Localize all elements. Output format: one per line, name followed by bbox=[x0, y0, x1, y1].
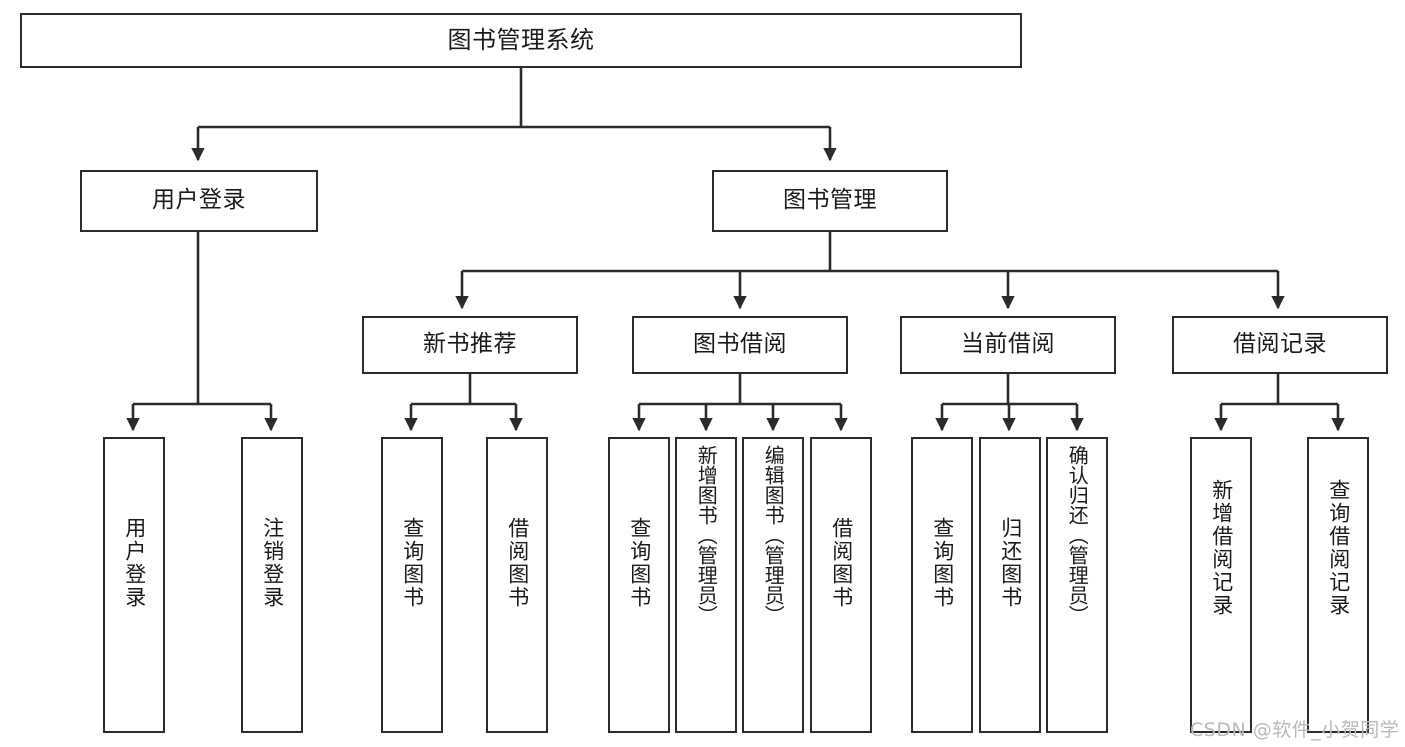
node-label: 查询图书 bbox=[627, 517, 652, 609]
node-label: 确认归还（管理员） bbox=[1065, 445, 1090, 625]
node-leaf-query-book-1[interactable]: 查询图书 bbox=[381, 437, 443, 733]
node-current-borrow[interactable]: 当前借阅 bbox=[900, 316, 1116, 374]
node-leaf-query-book-3[interactable]: 查询图书 bbox=[911, 437, 973, 733]
node-leaf-add-record[interactable]: 新增借阅记录 bbox=[1190, 437, 1252, 733]
node-label: 当前借阅 bbox=[961, 331, 1055, 358]
node-label: 借阅记录 bbox=[1233, 331, 1327, 358]
node-label: 新增借阅记录 bbox=[1209, 479, 1234, 617]
node-label: 新增图书（管理员） bbox=[694, 445, 719, 625]
node-label: 借阅图书 bbox=[829, 517, 854, 609]
node-label: 借阅图书 bbox=[505, 517, 530, 609]
node-leaf-return-book[interactable]: 归还图书 bbox=[979, 437, 1041, 733]
node-leaf-query-record[interactable]: 查询借阅记录 bbox=[1307, 437, 1369, 733]
node-label: 查询图书 bbox=[930, 517, 955, 609]
node-borrow-record[interactable]: 借阅记录 bbox=[1172, 316, 1388, 374]
node-label: 查询图书 bbox=[400, 517, 425, 609]
node-leaf-query-book-2[interactable]: 查询图书 bbox=[608, 437, 670, 733]
node-leaf-edit-book[interactable]: 编辑图书（管理员） bbox=[742, 437, 804, 733]
node-leaf-user-logout[interactable]: 注销登录 bbox=[241, 437, 303, 733]
node-label: 编辑图书（管理员） bbox=[761, 445, 786, 625]
node-label: 查询借阅记录 bbox=[1326, 479, 1351, 617]
node-leaf-borrow-book-1[interactable]: 借阅图书 bbox=[486, 437, 548, 733]
node-label: 用户登录 bbox=[122, 517, 147, 609]
node-label: 图书借阅 bbox=[693, 331, 787, 358]
node-book-borrow[interactable]: 图书借阅 bbox=[632, 316, 848, 374]
node-label: 用户登录 bbox=[152, 187, 246, 214]
node-leaf-add-book[interactable]: 新增图书（管理员） bbox=[675, 437, 737, 733]
node-label: 图书管理 bbox=[783, 187, 877, 214]
node-book-management[interactable]: 图书管理 bbox=[712, 170, 948, 232]
node-new-book-recommend[interactable]: 新书推荐 bbox=[362, 316, 578, 374]
node-leaf-user-login[interactable]: 用户登录 bbox=[103, 437, 165, 733]
node-label: 新书推荐 bbox=[423, 331, 517, 358]
node-label: 归还图书 bbox=[998, 517, 1023, 609]
node-label: 注销登录 bbox=[260, 517, 285, 609]
node-label: 图书管理系统 bbox=[447, 26, 595, 55]
node-user-login[interactable]: 用户登录 bbox=[80, 170, 318, 232]
node-leaf-confirm-return[interactable]: 确认归还（管理员） bbox=[1046, 437, 1108, 733]
node-leaf-borrow-book-2[interactable]: 借阅图书 bbox=[810, 437, 872, 733]
watermark-text: CSDN @软件_小贺同学 bbox=[1190, 719, 1400, 741]
node-root-book-management-system[interactable]: 图书管理系统 bbox=[20, 13, 1022, 68]
